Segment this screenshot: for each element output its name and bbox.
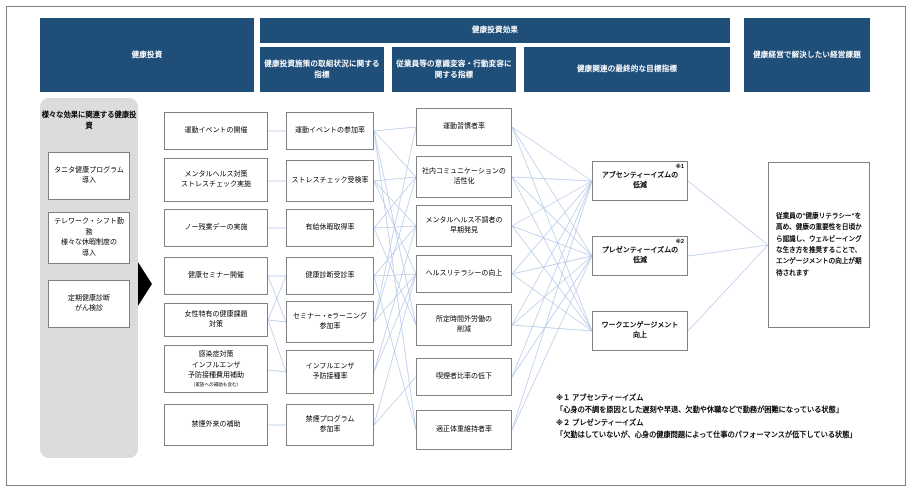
box-idx-paid-leave-rate[interactable]: 有給休暇取得率 bbox=[286, 209, 374, 247]
box-idx-flu-vaccine-rate[interactable]: インフルエンザ 予防接種率 bbox=[286, 350, 374, 394]
box-goal-engagement[interactable]: ワークエンゲージメント 向上 bbox=[592, 311, 688, 351]
box-out-communication[interactable]: 社内コミュニケーションの 活性化 bbox=[416, 156, 512, 198]
box-ini-mental-health[interactable]: メンタルヘルス対策 ストレスチェック実施 bbox=[164, 158, 268, 202]
header-final-goal: 健康関連の最終的な目標指標 bbox=[524, 47, 730, 92]
box-ini-infection-label: 感染症対策 インフルエンザ 予防接種費用補助 bbox=[188, 351, 244, 380]
footnotes: ※１ アブセンティーイズム 「心身の不調を原因とした遅刻や早退、欠勤や休職などで… bbox=[556, 393, 857, 440]
box-inv-tanita[interactable]: タニタ健康プログラム 導入 bbox=[48, 152, 130, 200]
box-ini-exercise-event[interactable]: 運動イベントの開催 bbox=[164, 112, 268, 150]
box-out-proper-weight[interactable]: 適正体重維持者率 bbox=[416, 410, 512, 450]
box-ini-no-overtime-day[interactable]: ノー残業デーの実施 bbox=[164, 209, 268, 247]
box-out-overtime-cut[interactable]: 所定時間外労働の 削減 bbox=[416, 304, 512, 346]
footnote-mark-1: ※1 bbox=[675, 164, 684, 170]
box-idx-exercise-rate[interactable]: 運動イベントの参加率 bbox=[286, 112, 374, 150]
box-idx-stress-check-rate[interactable]: ストレスチェック受検率 bbox=[286, 160, 374, 202]
box-idx-seminar-rate[interactable]: セミナー・eラーニング 参加率 bbox=[286, 301, 374, 343]
header-investment: 健康投資 bbox=[40, 18, 254, 92]
box-out-exercise-habit[interactable]: 運動習慣者率 bbox=[416, 108, 512, 146]
box-ini-infection[interactable]: 感染症対策 インフルエンザ 予防接種費用補助 （家族への補助も含む） bbox=[164, 345, 268, 393]
box-ini-infection-sublabel: （家族への補助も含む） bbox=[190, 381, 242, 387]
box-goal-absenteeism-label: アブセンティーイズムの 低減 bbox=[601, 171, 679, 190]
box-out-health-literacy[interactable]: ヘルスリテラシーの向上 bbox=[416, 255, 512, 293]
flow-arrow-icon bbox=[138, 262, 152, 306]
box-ini-health-seminar[interactable]: 健康セミナー開催 bbox=[164, 257, 268, 295]
box-ini-smoking-clinic[interactable]: 禁煙外来の補助 bbox=[164, 404, 268, 446]
box-goal-presenteeism[interactable]: ※2 プレゼンティーイズムの 低減 bbox=[592, 236, 688, 276]
box-goal-absenteeism[interactable]: ※1 アブセンティーイズムの 低減 bbox=[592, 161, 688, 201]
box-out-mental-early[interactable]: メンタルヘルス不調者の 早期発見 bbox=[416, 205, 512, 247]
box-inv-telework[interactable]: テレワーク・シフト勤務 様々な休暇制度の 導入 bbox=[48, 212, 130, 264]
result-statement-box: 従業員の"健康リテラシー"を高め、健康の重要性を日頃から認識し、ウェルビーイング… bbox=[768, 162, 870, 328]
box-out-smoking-down[interactable]: 喫煙者比率の低下 bbox=[416, 358, 512, 396]
diagram-frame bbox=[6, 6, 906, 486]
header-awareness-behavior: 従業員等の意識変容・行動変容に関する指標 bbox=[392, 47, 516, 92]
header-investment-effect: 健康投資効果 bbox=[260, 18, 730, 43]
box-idx-quit-smoking-rate[interactable]: 禁煙プログラム 参加率 bbox=[286, 404, 374, 446]
box-ini-women-health[interactable]: 女性特有の健康課題 対策 bbox=[164, 303, 268, 337]
footnote-mark-2: ※2 bbox=[675, 239, 684, 245]
header-management-issue: 健康経営で解決したい経営課題 bbox=[744, 18, 870, 92]
header-initiative-status: 健康投資施策の取組状況に関する指標 bbox=[260, 47, 384, 92]
box-inv-checkup[interactable]: 定期健康診断 がん検診 bbox=[48, 280, 130, 328]
investment-panel-label: 様々な効果に関連する健康投資 bbox=[41, 110, 137, 130]
box-idx-checkup-rate[interactable]: 健康診断受診率 bbox=[286, 257, 374, 295]
box-goal-presenteeism-label: プレゼンティーイズムの 低減 bbox=[601, 246, 679, 265]
